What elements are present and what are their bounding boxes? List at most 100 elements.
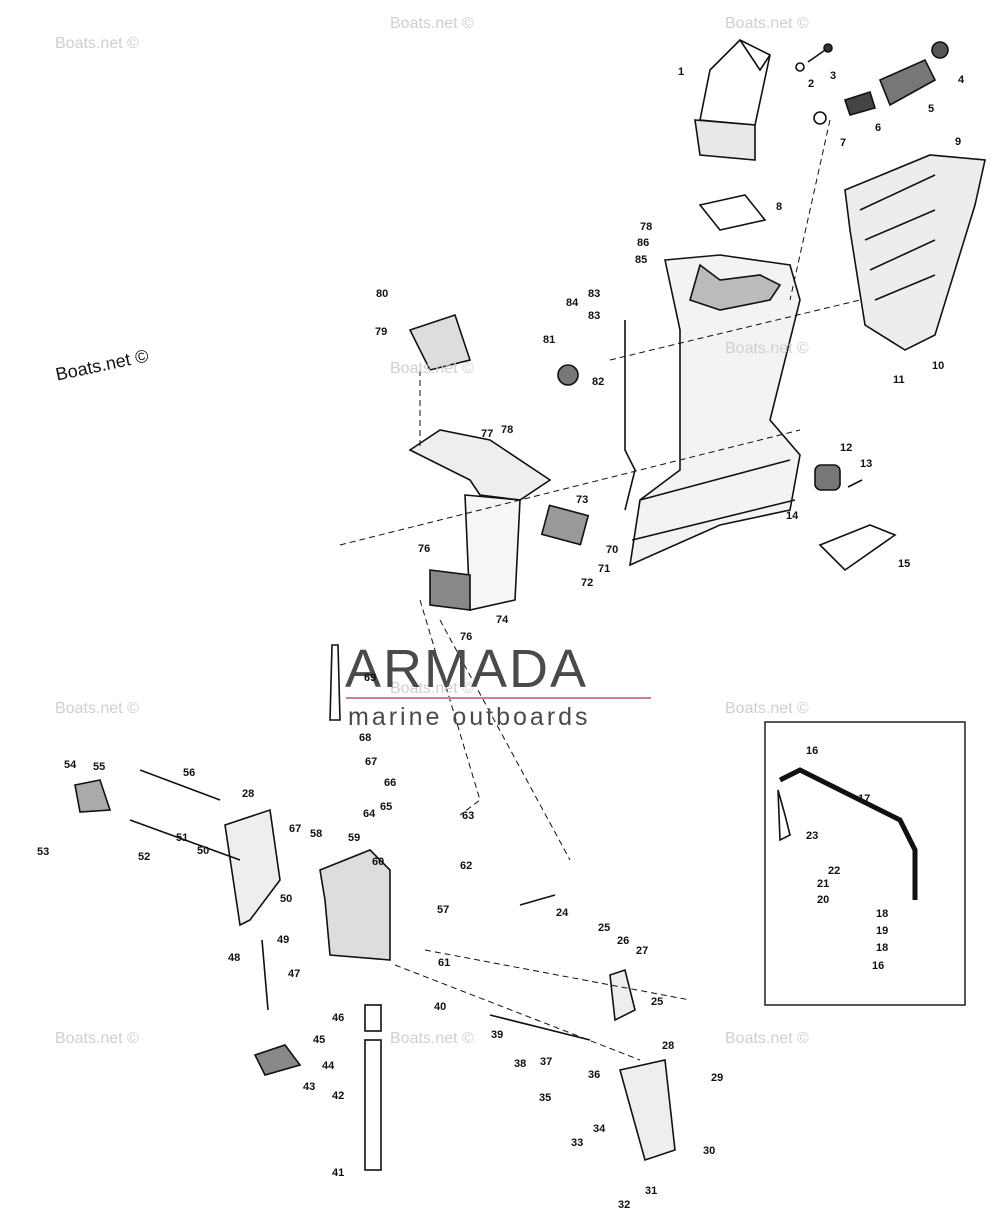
part-label: 70 [606, 544, 619, 556]
part-label: 10 [932, 360, 945, 372]
part-label: 43 [303, 1081, 316, 1093]
part-label: 47 [288, 968, 301, 980]
part-label: 39 [491, 1029, 504, 1041]
part-label: 26 [617, 935, 630, 947]
part-56-rod [139, 769, 221, 801]
part-label: 73 [576, 494, 589, 506]
part-label: 65 [380, 801, 393, 813]
watermark: Boats.net © [55, 700, 139, 717]
part-label: 20 [817, 894, 830, 906]
part-label: 36 [588, 1069, 601, 1081]
brand-tagline: marine outboards [348, 703, 591, 731]
steering-link-inset-box [764, 721, 966, 1006]
part-13-screw [847, 479, 863, 488]
part-label: 66 [384, 777, 397, 789]
part-label: 1 [678, 66, 685, 78]
part-label: 67 [289, 823, 302, 835]
part-label: 37 [540, 1056, 553, 1068]
part-label: 8 [776, 201, 783, 213]
part-label: 62 [460, 860, 473, 872]
part-label: 79 [375, 326, 388, 338]
part-14-driveshaft-housing [628, 254, 801, 567]
part-label: 83 [588, 288, 601, 300]
part-label: 85 [635, 254, 648, 266]
part-label: 69 [364, 672, 377, 684]
part-label: 44 [322, 1060, 335, 1072]
part-54-block [74, 779, 112, 813]
part-79-bracket [408, 313, 472, 371]
part-label: 25 [651, 996, 664, 1008]
part-39-rod [489, 1014, 591, 1041]
part-label: 78 [501, 424, 514, 436]
part-label: 33 [571, 1137, 584, 1149]
part-label: 50 [280, 893, 293, 905]
part-label: 24 [556, 907, 569, 919]
part-81-bushing [557, 364, 579, 386]
part-label: 40 [434, 1001, 447, 1013]
part-label: 51 [176, 832, 189, 844]
part-82-shift-rod [624, 320, 636, 511]
part-label: 13 [860, 458, 873, 470]
watermark: Boats.net © [390, 15, 474, 32]
part-label: 28 [662, 1040, 675, 1052]
part-12-mount [814, 464, 841, 491]
part-label: 4 [958, 74, 965, 86]
part-2-7-shift-assembly [795, 41, 949, 125]
brand-name: ARMADA [345, 639, 589, 699]
watermark: Boats.net © [390, 1030, 474, 1047]
part-label: 68 [359, 732, 372, 744]
part-label: 32 [618, 1199, 631, 1211]
part-15-seal [818, 524, 897, 572]
watermark: Boats.net © [55, 35, 139, 52]
part-label: 18 [876, 942, 889, 954]
part-label: 42 [332, 1090, 345, 1102]
part-17-steering-link [778, 767, 918, 900]
part-8-gasket [698, 194, 767, 231]
part-label: 29 [711, 1072, 724, 1084]
part-label: 31 [645, 1185, 658, 1197]
part-label: 53 [37, 846, 50, 858]
part-label: 54 [64, 759, 77, 771]
watermark: Boats.net © [390, 680, 474, 697]
part-label: 21 [817, 878, 830, 890]
part-label: 81 [543, 334, 556, 346]
part-label: 49 [277, 934, 290, 946]
part-47-spring [261, 939, 269, 1011]
part-label: 84 [566, 297, 579, 309]
part-label: 5 [928, 103, 935, 115]
part-label: 58 [310, 828, 323, 840]
part-label: 83 [588, 310, 601, 322]
part-label: 6 [875, 122, 882, 134]
part-52-rod [129, 819, 241, 861]
watermark: Boats.net © [725, 1030, 809, 1047]
part-label: 27 [636, 945, 649, 957]
part-label: 19 [876, 925, 889, 937]
part-label: 2 [808, 78, 815, 90]
part-28-clamp-bracket-left [224, 808, 281, 927]
part-label: 30 [703, 1145, 716, 1157]
part-label: 80 [376, 288, 389, 300]
part-label: 59 [348, 832, 361, 844]
part-46-bushing [364, 1004, 382, 1032]
part-label: 15 [898, 558, 911, 570]
part-label: 63 [462, 810, 475, 822]
watermark: Boats.net © [390, 360, 474, 377]
part-label: 14 [786, 510, 799, 522]
part-60-swivel-bracket [319, 849, 391, 961]
part-label: 11 [893, 374, 905, 386]
part-27-plate [609, 968, 636, 1022]
brand-underline [346, 697, 651, 699]
part-label: 77 [481, 428, 494, 440]
part-1-exhaust-duct [694, 39, 771, 161]
part-label: 34 [593, 1123, 606, 1135]
part-label: 57 [437, 904, 450, 916]
part-label: 46 [332, 1012, 345, 1024]
part-44-clip [253, 1044, 302, 1076]
watermark: Boats.net © [725, 340, 809, 357]
part-label: 22 [828, 865, 841, 877]
part-label: 50 [197, 845, 210, 857]
part-label: 67 [365, 756, 378, 768]
part-label: 56 [183, 767, 196, 779]
part-label: 38 [514, 1058, 527, 1070]
